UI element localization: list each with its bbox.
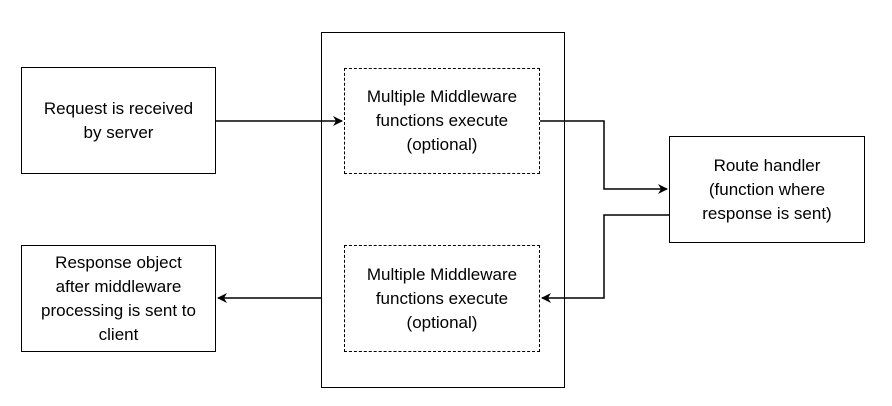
middleware-out-box: Multiple Middleware functions execute (o… [344, 245, 540, 352]
middleware-in-box: Multiple Middleware functions execute (o… [344, 68, 540, 174]
request-received-label: Request is received by server [43, 98, 194, 142]
middleware-in-label: Multiple Middleware functions execute (o… [366, 87, 518, 154]
arrow-middleware-to-route-handler [540, 120, 668, 194]
request-received-box: Request is received by server [21, 67, 216, 174]
route-handler-box: Route handler (function where response i… [669, 136, 865, 243]
middleware-out-label: Multiple Middleware functions execute (o… [366, 264, 518, 332]
response-sent-label: Response object after middleware process… [41, 252, 196, 344]
response-sent-box: Response object after middleware process… [21, 245, 216, 352]
route-handler-label: Route handler (function where response i… [702, 155, 832, 223]
arrow-route-handler-to-middleware [541, 214, 669, 303]
